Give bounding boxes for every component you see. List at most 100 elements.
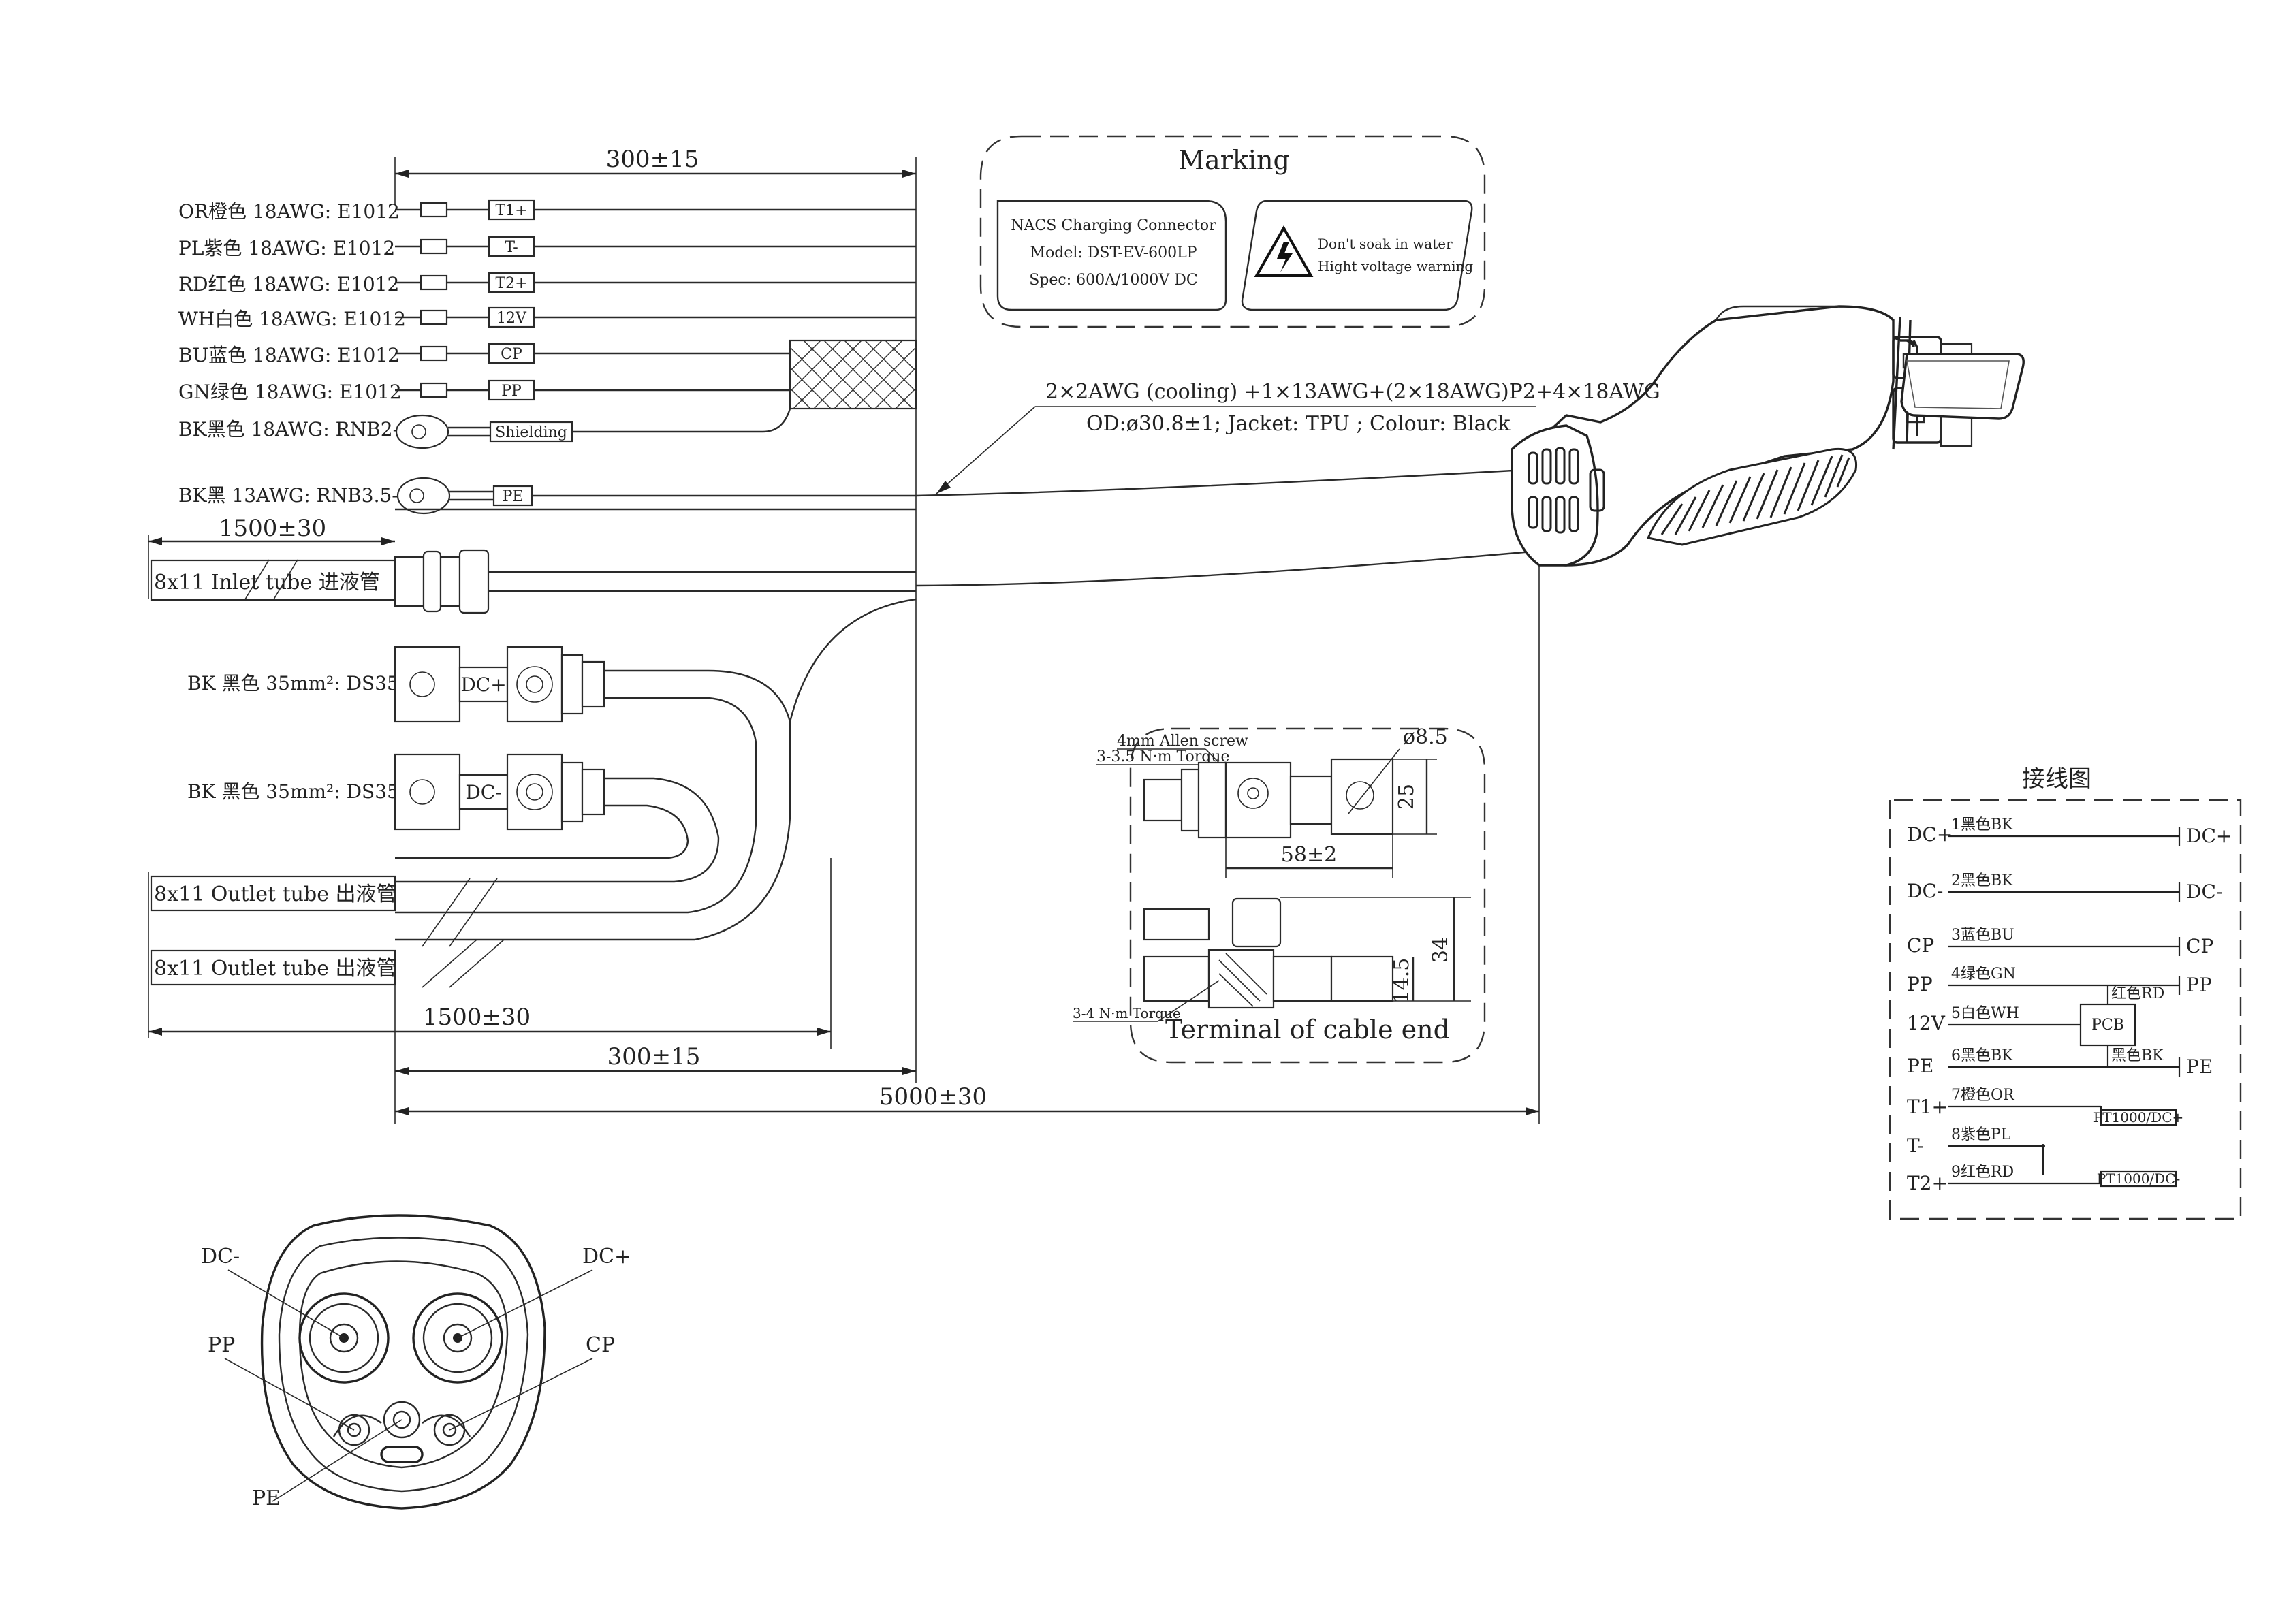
face-label-cp: CP — [586, 1333, 615, 1357]
wire-7: 7橙色OR — [1951, 1087, 2015, 1104]
height-25: 25 — [1395, 784, 1419, 810]
wire-row-3: RD红色 18AWG: E1012 T2+ — [178, 272, 916, 296]
outlet-dimension: 1500±30 — [423, 1004, 531, 1031]
dc-tag: DC+ — [460, 673, 506, 696]
wiring-left-t1: T1+ — [1907, 1096, 1948, 1118]
wiring-left-cp: CP — [1907, 934, 1934, 957]
wire-harness: 300±15 OR橙色 18AWG: E1012 T1+ PL紫色 18AWG:… — [148, 146, 1540, 1124]
wire-spec: WH白色 18AWG: E1012 — [178, 308, 406, 330]
pcb-bk: 黑色BK — [2111, 1047, 2164, 1064]
dc-spec: BK 黑色 35mm²: DS35-8 — [187, 780, 417, 803]
wire-6: 6黑色BK — [1951, 1047, 2013, 1064]
wire-5: 5白色WH — [1951, 1005, 2019, 1022]
wiring-right-dcm: DC- — [2186, 880, 2222, 903]
wire-3: 3蓝色BU — [1951, 927, 2014, 944]
wire-tag: T- — [505, 239, 518, 256]
pt1000-dcm: PT1000/DC- — [2097, 1171, 2181, 1187]
marking-title: Marking — [1178, 145, 1290, 175]
face-label-dcp: DC+ — [582, 1245, 631, 1269]
wire-1: 1黑色BK — [1951, 816, 2013, 833]
wiring-right-pp: PP — [2186, 974, 2212, 996]
wire-spec: RD红色 18AWG: E1012 — [178, 273, 399, 296]
marking-line-2: Model: DST-EV-600LP — [1030, 244, 1197, 261]
high-voltage-icon — [1254, 225, 1314, 277]
wiring-right-pe: PE — [2186, 1055, 2213, 1078]
wire-tag: T2+ — [495, 275, 527, 292]
pcb-label: PCB — [2091, 1017, 2124, 1034]
wiring-right-cp: CP — [2186, 935, 2213, 957]
wire-9: 9红色RD — [1951, 1164, 2014, 1181]
wire-spec: BU蓝色 18AWG: E1012 — [178, 344, 400, 366]
wire-row-4: WH白色 18AWG: E1012 12V — [178, 306, 916, 330]
screw-label: 4mm Allen screw — [1117, 733, 1248, 750]
wire-row-1: OR橙色 18AWG: E1012 T1+ — [178, 199, 916, 223]
shielding-braid — [789, 339, 917, 410]
pe-wire: BK黑 13AWG: RNB3.5-5 PE — [178, 477, 916, 515]
dc-minus-terminal: BK 黑色 35mm²: DS35-8 DC- — [187, 753, 720, 883]
wiring-left-12v: 12V — [1907, 1012, 1946, 1034]
connector-face: DC- DC+ PP CP PE — [201, 1214, 631, 1510]
wire-tag: PP — [501, 383, 522, 400]
marking-line-1: NACS Charging Connector — [1011, 217, 1216, 234]
dc-tag: DC- — [465, 781, 501, 803]
wire-row-5: BU蓝色 18AWG: E1012 CP — [178, 343, 916, 366]
total-dimension: 5000±30 — [879, 1083, 987, 1111]
pcb-rd: 红色RD — [2111, 985, 2164, 1002]
wire-tag: 12V — [496, 310, 527, 327]
wiring-diagram: 接线图 DC+ DC- CP PP 12V PE T1+ T- T2+ 1黑色 — [1889, 765, 2242, 1220]
wiring-right-dcp: DC+ — [2186, 825, 2232, 847]
length-label: 58±2 — [1281, 843, 1337, 867]
marking-line-3: Spec: 600A/1000V DC — [1029, 272, 1198, 289]
face-label-dcm: DC- — [201, 1245, 240, 1269]
outlet-tubes: 8x11 Outlet tube 出液管 8x11 Outlet tube 出液… — [148, 858, 832, 1124]
pt1000-dcp: PT1000/DC+ — [2094, 1109, 2184, 1126]
wire-tag: T1+ — [495, 202, 527, 219]
face-label-pp: PP — [208, 1333, 235, 1357]
diameter-label: ø8.5 — [1403, 725, 1448, 749]
torque-label-2: 3-4 N·m Torque — [1073, 1005, 1181, 1021]
bottom-dimensions: 1500±30 300±15 5000±30 — [148, 558, 1540, 1124]
wire-row-2: PL紫色 18AWG: E1012 T- — [178, 236, 916, 259]
warn-line-1: Don't soak in water — [1318, 236, 1453, 252]
wiring-left-dcp: DC+ — [1907, 823, 1953, 846]
cable-spec-line-1: 2×2AWG (cooling) +1×13AWG+(2×18AWG)P2+4×… — [1045, 380, 1660, 404]
wire-spec: BK黑 13AWG: RNB3.5-5 — [178, 484, 411, 507]
wire-row-shielding: BK黑色 18AWG: RNB2-8 Shielding — [178, 408, 791, 449]
wire-tag: Shielding — [495, 424, 567, 441]
wire-tag: PE — [503, 488, 524, 505]
top-dimension: 300±15 — [606, 146, 699, 173]
wire-spec: GN绿色 18AWG: E1012 — [178, 381, 402, 403]
wiring-left-dcm: DC- — [1907, 880, 1943, 902]
outlet-label-2: 8x11 Outlet tube 出液管 — [154, 957, 397, 981]
wire-2: 2黑色BK — [1951, 872, 2013, 889]
cable-spec: 2×2AWG (cooling) +1×13AWG+(2×18AWG)P2+4×… — [936, 380, 1660, 494]
nacs-connector-handle — [1528, 305, 2016, 567]
wiring-left-pp: PP — [1907, 973, 1933, 996]
terminal-detail: 4mm Allen screw 3-3.5 N·m Torque 25 ø8.5… — [1073, 725, 1486, 1064]
mid-dimension: 300±15 — [607, 1043, 701, 1070]
face-label-pe: PE — [252, 1486, 281, 1510]
wiring-left-tm: T- — [1907, 1134, 1924, 1157]
handle-details — [1511, 353, 2025, 567]
wire-8: 8紫色PL — [1951, 1126, 2011, 1143]
warn-line-2: Hight voltage warning — [1318, 258, 1473, 274]
inlet-dimension: 1500±30 — [219, 515, 326, 542]
inlet-label: 8x11 Inlet tube 进液管 — [154, 571, 380, 594]
terminal-title: Terminal of cable end — [1165, 1015, 1450, 1045]
height-34: 34 — [1429, 937, 1453, 963]
inlet-tube: 1500±30 8x11 Inlet tube 进液管 — [148, 515, 916, 614]
wire-spec: OR橙色 18AWG: E1012 — [178, 200, 400, 223]
outlet-label-1: 8x11 Outlet tube 出液管 — [154, 882, 397, 906]
wire-tag: CP — [501, 346, 522, 363]
wire-spec: BK黑色 18AWG: RNB2-8 — [178, 418, 411, 441]
wiring-left-pe: PE — [1907, 1055, 1933, 1077]
height-145: 14.5 — [1390, 958, 1414, 1004]
wiring-left-t2: T2+ — [1907, 1172, 1948, 1194]
cable-spec-line-2: OD:ø30.8±1; Jacket: TPU ; Colour: Black — [1086, 412, 1511, 436]
wire-spec: PL紫色 18AWG: E1012 — [178, 237, 395, 259]
dc-plus-terminal: BK 黑色 35mm²: DS35-8 DC+ — [187, 646, 791, 941]
wire-4: 4绿色GN — [1951, 966, 2016, 983]
dc-spec: BK 黑色 35mm²: DS35-8 — [187, 672, 417, 695]
